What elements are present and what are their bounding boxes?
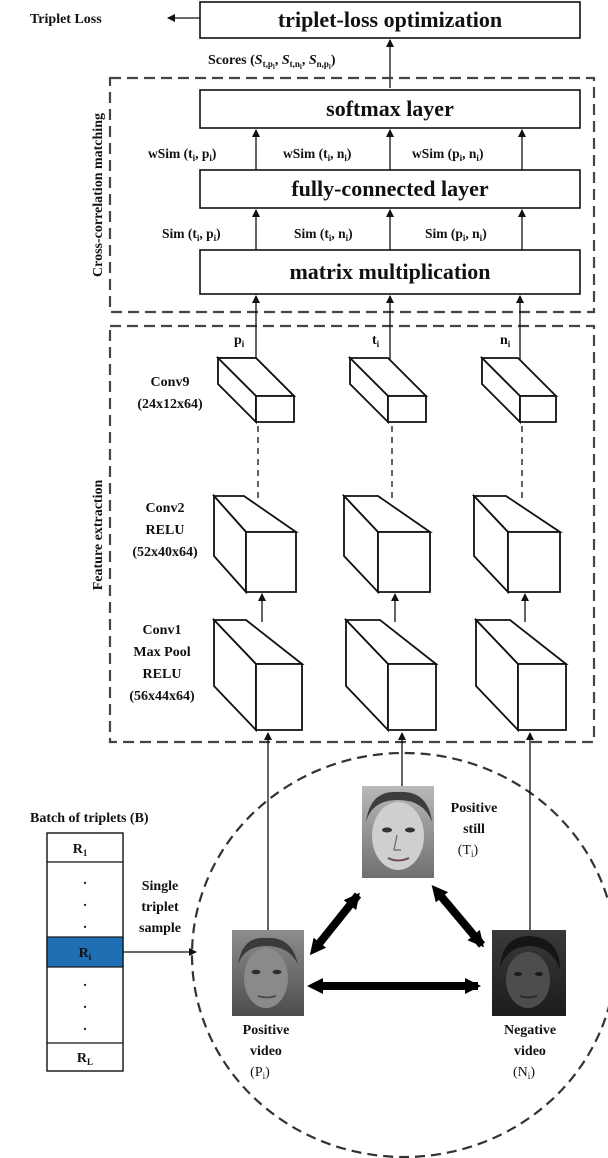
- conv9-block-t: [347, 355, 429, 425]
- conv1-block-t: [343, 617, 439, 733]
- positive-video-face-image: [232, 930, 304, 1016]
- triplet-input-circle: [190, 751, 608, 1158]
- cross-correlation-section-label: Cross-correlation matching: [91, 113, 106, 277]
- softmax-layer-label: softmax layer: [326, 96, 454, 121]
- batch-dot-3: .: [83, 917, 87, 932]
- triplet-loss-optimization-label: triplet-loss optimization: [278, 7, 502, 32]
- feature-extraction-section: [108, 324, 596, 744]
- batch-dot-5: .: [83, 997, 87, 1012]
- batch-item-last: RL: [77, 1051, 93, 1067]
- sim-p-n-label: Sim (pi, ni): [425, 226, 487, 243]
- scores-label: Scores (St,pi, St,ni, Sn,pi): [208, 53, 336, 71]
- batch-dot-2: .: [83, 895, 87, 910]
- batch-dot-4: .: [83, 975, 87, 990]
- still-video-n-pair-arrow: [431, 885, 486, 948]
- fully-connected-layer-label: fully-connected layer: [291, 176, 489, 201]
- batch-item-mid: Ri: [79, 946, 92, 962]
- conv2-block-t: [341, 493, 433, 595]
- positive-still-face-image: [362, 786, 434, 878]
- sim-t-p-label: Sim (ti, pi): [162, 226, 221, 243]
- sim-t-n-label: Sim (ti, ni): [294, 226, 353, 243]
- batch-title: Batch of triplets (B): [30, 811, 149, 826]
- conv1-block-n: [473, 617, 569, 733]
- conv2-block-n: [471, 493, 563, 595]
- conv9-label: Conv9(24x12x64): [137, 375, 203, 412]
- conv2-block-p: [211, 493, 299, 595]
- triplet-loss-label: Triplet Loss: [30, 12, 102, 27]
- branch-label-p: pi: [234, 333, 245, 349]
- fully-connected-layer-box: [199, 169, 581, 209]
- matrix-multiplication-label: matrix multiplication: [289, 259, 490, 284]
- conv1-block-p: [211, 617, 305, 733]
- branch-label-n: ni: [500, 333, 511, 349]
- batch-dot-6: .: [83, 1019, 87, 1034]
- conv9-block-n: [479, 355, 559, 425]
- branch-label-t: ti: [372, 333, 380, 349]
- triplet-loss-optimization-box: [199, 1, 581, 39]
- conv9-block-p: [215, 355, 297, 425]
- still-video-p-pair-arrow: [309, 892, 362, 956]
- wsim-p-n-label: wSim (pi, ni): [412, 146, 483, 163]
- wsim-t-n-label: wSim (ti, ni): [283, 146, 351, 163]
- softmax-layer-box: [199, 89, 581, 129]
- feature-extraction-section-label: Feature extraction: [91, 480, 106, 591]
- batch-dot-1: .: [83, 873, 87, 888]
- batch-item-first: R1: [73, 842, 88, 858]
- cross-correlation-section: [108, 76, 596, 314]
- wsim-t-p-label: wSim (ti, pi): [148, 146, 216, 163]
- negative-video-face-image: [492, 930, 566, 1016]
